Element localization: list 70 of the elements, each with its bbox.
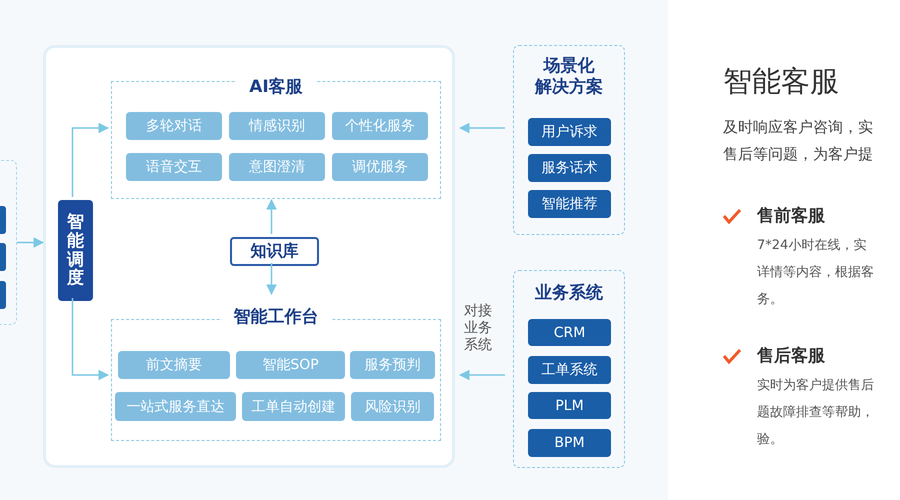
body-line: 7*24小时在线，实	[757, 237, 866, 254]
feature-pill	[115, 392, 236, 421]
feature-pill	[528, 190, 611, 218]
feature-pill	[528, 154, 611, 182]
description-line: 售后等问题，为客户提	[723, 145, 873, 164]
feature-pill	[118, 351, 230, 379]
node-label: BPM	[554, 435, 585, 451]
node-label: CRM	[554, 324, 586, 340]
node-label: 智能调度	[67, 213, 84, 288]
node-label: 调优服务	[352, 158, 408, 176]
node-label: 语音交互	[146, 158, 202, 176]
description-line: 及时响应客户咨询，实	[723, 118, 873, 137]
body-line: 详情等内容，根据客	[757, 264, 874, 281]
dispatch-box	[58, 200, 93, 301]
feature-pill	[528, 118, 611, 146]
dashed-group	[513, 270, 625, 468]
node-label: 业务系统	[535, 283, 603, 304]
page-title: 智能客服	[723, 63, 839, 100]
dashed-group	[111, 75, 441, 199]
feature-pill	[236, 351, 345, 379]
section-heading: 售前客服	[757, 205, 825, 227]
node-label: AI客服	[237, 75, 315, 98]
arrow	[72, 298, 110, 380]
feature-pill	[351, 392, 434, 421]
node-label: 工单自动创建	[252, 398, 336, 416]
node-label: 智能工作台	[222, 305, 330, 328]
node-label: 智能推荐	[542, 195, 598, 213]
node-label: 用户诉求	[542, 123, 598, 141]
node-label: 场景化解决方案	[535, 56, 603, 98]
node-label: 前文摘要	[146, 356, 202, 374]
node-label: 服务话术	[542, 159, 598, 177]
arrow	[72, 122, 110, 197]
feature-pill	[126, 153, 222, 181]
node-label: PLM	[555, 398, 584, 414]
node-label: 意图澄清	[249, 158, 305, 176]
node-label: 多轮对话	[146, 117, 202, 135]
section-heading: 售后客服	[757, 345, 825, 367]
feature-pill	[242, 392, 345, 421]
body-line: 题故障排查等帮助，	[757, 404, 874, 421]
node-label: 风险识别	[364, 398, 420, 416]
node-label: 智能SOP	[262, 356, 319, 374]
feature-pill	[126, 112, 222, 140]
feature-pill	[332, 112, 428, 140]
arrow	[266, 263, 277, 296]
knowledge-base-box	[230, 237, 319, 266]
node-label: 服务预判	[364, 356, 420, 374]
arrow	[458, 122, 505, 134]
node-label: 知识库	[250, 241, 298, 262]
body-line: 实时为客户提供售后	[757, 377, 874, 394]
main-panel	[43, 45, 455, 468]
dashed-group	[513, 45, 625, 235]
feature-pill	[229, 112, 325, 140]
arrow	[266, 198, 277, 234]
feature-pill	[229, 153, 325, 181]
arrow	[17, 237, 44, 248]
node-label: 情感识别	[249, 117, 305, 135]
arrow	[458, 370, 505, 380]
feature-pill	[528, 319, 611, 346]
node-label: 工单系统	[542, 361, 598, 379]
body-line: 务。	[757, 291, 783, 308]
feature-pill	[528, 429, 611, 457]
edge-label: 对接业务系统	[464, 303, 493, 354]
node-label: 个性化服务	[345, 117, 415, 135]
feature-pill	[350, 351, 435, 379]
dashed-group	[111, 305, 441, 441]
node-label: 一站式服务直达	[126, 398, 224, 416]
feature-pill	[528, 356, 611, 384]
feature-pill	[528, 392, 611, 419]
feature-pill	[332, 153, 428, 181]
body-line: 验。	[757, 431, 783, 448]
